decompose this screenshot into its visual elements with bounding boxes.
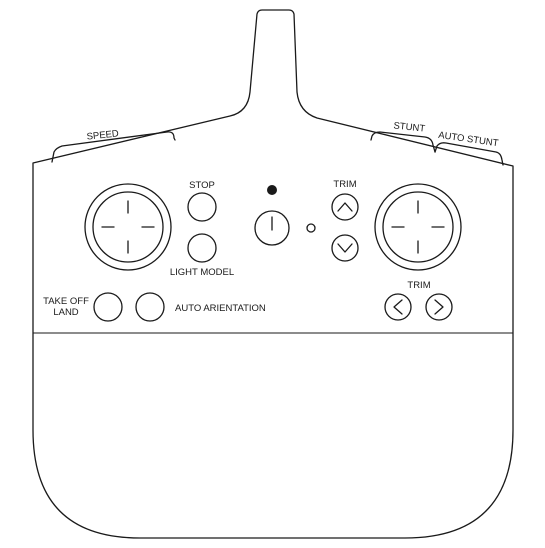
light-model-button[interactable]: [187, 233, 217, 263]
power-button[interactable]: [254, 210, 290, 246]
speed-label: SPEED: [86, 128, 119, 142]
auto-stunt-shoulder-button[interactable]: [434, 142, 504, 166]
stop-label: STOP: [189, 180, 215, 191]
trim-horizontal-label: TRIM: [407, 280, 430, 291]
auto-stunt-label: AUTO STUNT: [438, 130, 500, 149]
take-off-land-button[interactable]: [93, 292, 123, 322]
trim-down-button[interactable]: [331, 234, 359, 262]
stunt-label: STUNT: [393, 120, 426, 134]
trim-up-button[interactable]: [331, 193, 359, 221]
auto-orientation-label: AUTO ARIENTATION: [175, 303, 266, 314]
speed-shoulder-button[interactable]: [51, 131, 176, 163]
trim-vertical-label: TRIM: [333, 179, 356, 190]
power-indicator-dot: [267, 185, 277, 195]
trim-right-button[interactable]: [425, 293, 453, 321]
land-label: LAND: [53, 307, 78, 318]
trim-left-button[interactable]: [384, 293, 412, 321]
take-off-label: TAKE OFF: [43, 296, 89, 307]
chevron-right-icon: [434, 299, 444, 315]
left-joystick[interactable]: [84, 183, 172, 271]
light-model-label: LIGHT MODEL: [170, 267, 234, 278]
chevron-down-icon: [337, 243, 353, 253]
controller-body-outline: [32, 9, 514, 539]
stunt-shoulder-button[interactable]: [370, 131, 436, 153]
chevron-left-icon: [393, 299, 403, 315]
stop-button[interactable]: [187, 192, 217, 222]
right-joystick[interactable]: [374, 183, 462, 271]
chevron-up-icon: [337, 202, 353, 212]
status-led: [306, 223, 316, 233]
auto-orientation-button[interactable]: [135, 292, 165, 322]
